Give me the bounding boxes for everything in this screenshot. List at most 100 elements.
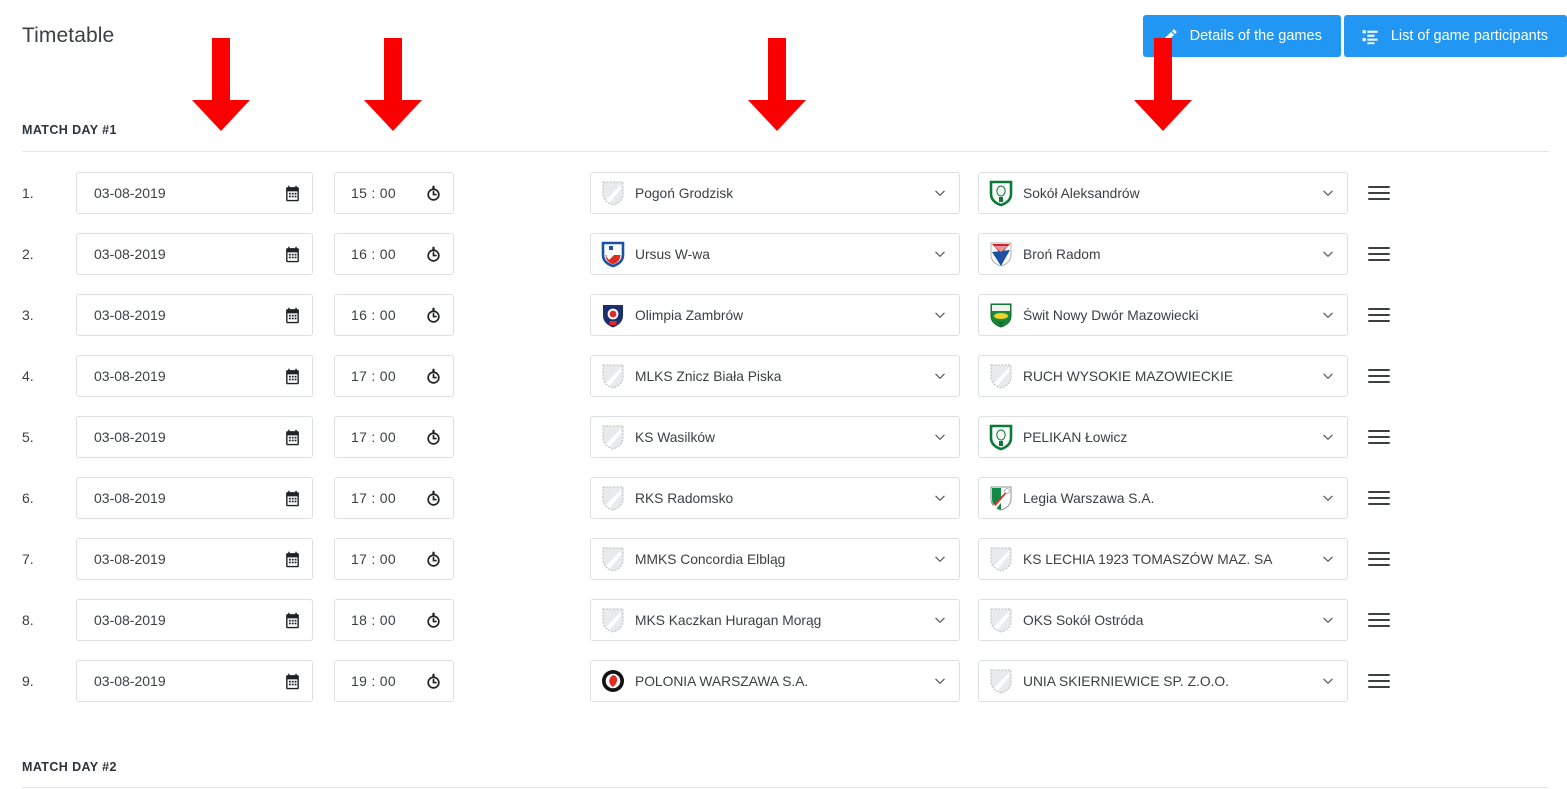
away-team-select[interactable]: Sokół Aleksandrów	[978, 172, 1348, 214]
drag-handle-icon[interactable]	[1368, 548, 1390, 570]
match-time-value: 17 : 00	[351, 368, 396, 384]
chevron-down-icon[interactable]	[933, 430, 947, 444]
chevron-down-icon[interactable]	[933, 186, 947, 200]
calendar-icon[interactable]	[284, 490, 301, 507]
clock-icon[interactable]	[425, 246, 442, 263]
calendar-icon[interactable]	[284, 429, 301, 446]
clock-icon[interactable]	[425, 429, 442, 446]
chevron-down-icon[interactable]	[1321, 308, 1335, 322]
calendar-icon[interactable]	[284, 307, 301, 324]
home-team-crest-icon	[600, 179, 626, 207]
match-date-field[interactable]: 03-08-2019	[76, 172, 313, 214]
match-date-field[interactable]: 03-08-2019	[76, 416, 313, 458]
match-time-field[interactable]: 19 : 00	[334, 660, 454, 702]
away-team-select[interactable]: PELIKAN Łowicz	[978, 416, 1348, 458]
away-team-select[interactable]: Broń Radom	[978, 233, 1348, 275]
home-team-select[interactable]: RKS Radomsko	[590, 477, 960, 519]
match-time-value: 16 : 00	[351, 246, 396, 262]
match-time-field[interactable]: 18 : 00	[334, 599, 454, 641]
away-team-crest-icon	[988, 301, 1014, 329]
home-team-select[interactable]: MKS Kaczkan Huragan Morąg	[590, 599, 960, 641]
calendar-icon[interactable]	[284, 612, 301, 629]
match-time-value: 17 : 00	[351, 551, 396, 567]
away-team-select[interactable]: Legia Warszawa S.A.	[978, 477, 1348, 519]
chevron-down-icon[interactable]	[1321, 186, 1335, 200]
details-of-the-games-button[interactable]: Details of the games	[1142, 15, 1341, 57]
drag-handle-icon[interactable]	[1368, 304, 1390, 326]
chevron-down-icon[interactable]	[933, 613, 947, 627]
clock-icon[interactable]	[425, 551, 442, 568]
match-date-value: 03-08-2019	[94, 368, 166, 384]
match-time-field[interactable]: 17 : 00	[334, 538, 454, 580]
away-team-name: PELIKAN Łowicz	[1023, 429, 1128, 445]
drag-handle-icon[interactable]	[1368, 182, 1390, 204]
drag-handle-icon[interactable]	[1368, 670, 1390, 692]
chevron-down-icon[interactable]	[933, 552, 947, 566]
home-team-select[interactable]: POLONIA WARSZAWA S.A.	[590, 660, 960, 702]
calendar-icon[interactable]	[284, 551, 301, 568]
match-time-value: 17 : 00	[351, 429, 396, 445]
match-row: 3. 03-08-2019 16 : 00 Olimpia Zambrów Świt N…	[0, 294, 1567, 336]
match-time-field[interactable]: 15 : 00	[334, 172, 454, 214]
home-team-select[interactable]: Pogoń Grodzisk	[590, 172, 960, 214]
chevron-down-icon[interactable]	[1321, 247, 1335, 261]
drag-handle-icon[interactable]	[1368, 365, 1390, 387]
clock-icon[interactable]	[425, 185, 442, 202]
match-time-field[interactable]: 17 : 00	[334, 477, 454, 519]
calendar-icon[interactable]	[284, 368, 301, 385]
match-date-field[interactable]: 03-08-2019	[76, 538, 313, 580]
calendar-icon[interactable]	[284, 185, 301, 202]
match-date-field[interactable]: 03-08-2019	[76, 294, 313, 336]
chevron-down-icon[interactable]	[933, 674, 947, 688]
details-of-the-games-label: Details of the games	[1189, 28, 1322, 44]
away-team-select[interactable]: UNIA SKIERNIEWICE SP. Z.O.O.	[978, 660, 1348, 702]
chevron-down-icon[interactable]	[933, 369, 947, 383]
chevron-down-icon[interactable]	[933, 247, 947, 261]
chevron-down-icon[interactable]	[1321, 430, 1335, 444]
match-time-field[interactable]: 16 : 00	[334, 233, 454, 275]
match-date-field[interactable]: 03-08-2019	[76, 355, 313, 397]
chevron-down-icon[interactable]	[1321, 613, 1335, 627]
list-of-game-participants-button[interactable]: List of game participants	[1343, 15, 1567, 57]
away-team-select[interactable]: KS LECHIA 1923 TOMASZÓW MAZ. SA	[978, 538, 1348, 580]
home-team-name: MKS Kaczkan Huragan Morąg	[635, 612, 822, 628]
chevron-down-icon[interactable]	[1321, 552, 1335, 566]
match-time-field[interactable]: 16 : 00	[334, 294, 454, 336]
match-date-field[interactable]: 03-08-2019	[76, 660, 313, 702]
chevron-down-icon[interactable]	[933, 308, 947, 322]
clock-icon[interactable]	[425, 368, 442, 385]
chevron-down-icon[interactable]	[1321, 674, 1335, 688]
match-date-field[interactable]: 03-08-2019	[76, 477, 313, 519]
match-date-value: 03-08-2019	[94, 551, 166, 567]
drag-handle-icon[interactable]	[1368, 243, 1390, 265]
drag-handle-icon[interactable]	[1368, 609, 1390, 631]
chevron-down-icon[interactable]	[933, 491, 947, 505]
clock-icon[interactable]	[425, 673, 442, 690]
match-time-field[interactable]: 17 : 00	[334, 416, 454, 458]
clock-icon[interactable]	[425, 490, 442, 507]
clock-icon[interactable]	[425, 612, 442, 629]
home-team-select[interactable]: MLKS Znicz Biała Piska	[590, 355, 960, 397]
away-team-select[interactable]: RUCH WYSOKIE MAZOWIECKIE	[978, 355, 1348, 397]
match-date-field[interactable]: 03-08-2019	[76, 233, 313, 275]
home-team-select[interactable]: Olimpia Zambrów	[590, 294, 960, 336]
chevron-down-icon[interactable]	[1321, 491, 1335, 505]
match-time-field[interactable]: 17 : 00	[334, 355, 454, 397]
home-team-select[interactable]: Ursus W-wa	[590, 233, 960, 275]
chevron-down-icon[interactable]	[1321, 369, 1335, 383]
calendar-icon[interactable]	[284, 673, 301, 690]
calendar-icon[interactable]	[284, 246, 301, 263]
away-team-select[interactable]: Świt Nowy Dwór Mazowiecki	[978, 294, 1348, 336]
clock-icon[interactable]	[425, 307, 442, 324]
match-date-field[interactable]: 03-08-2019	[76, 599, 313, 641]
drag-handle-icon[interactable]	[1368, 426, 1390, 448]
home-team-select[interactable]: MMKS Concordia Elbląg	[590, 538, 960, 580]
away-team-select[interactable]: OKS Sokół Ostróda	[978, 599, 1348, 641]
home-team-crest-icon	[600, 240, 626, 268]
home-team-select[interactable]: KS Wasilków	[590, 416, 960, 458]
row-index: 3.	[22, 307, 34, 323]
drag-handle-icon[interactable]	[1368, 487, 1390, 509]
